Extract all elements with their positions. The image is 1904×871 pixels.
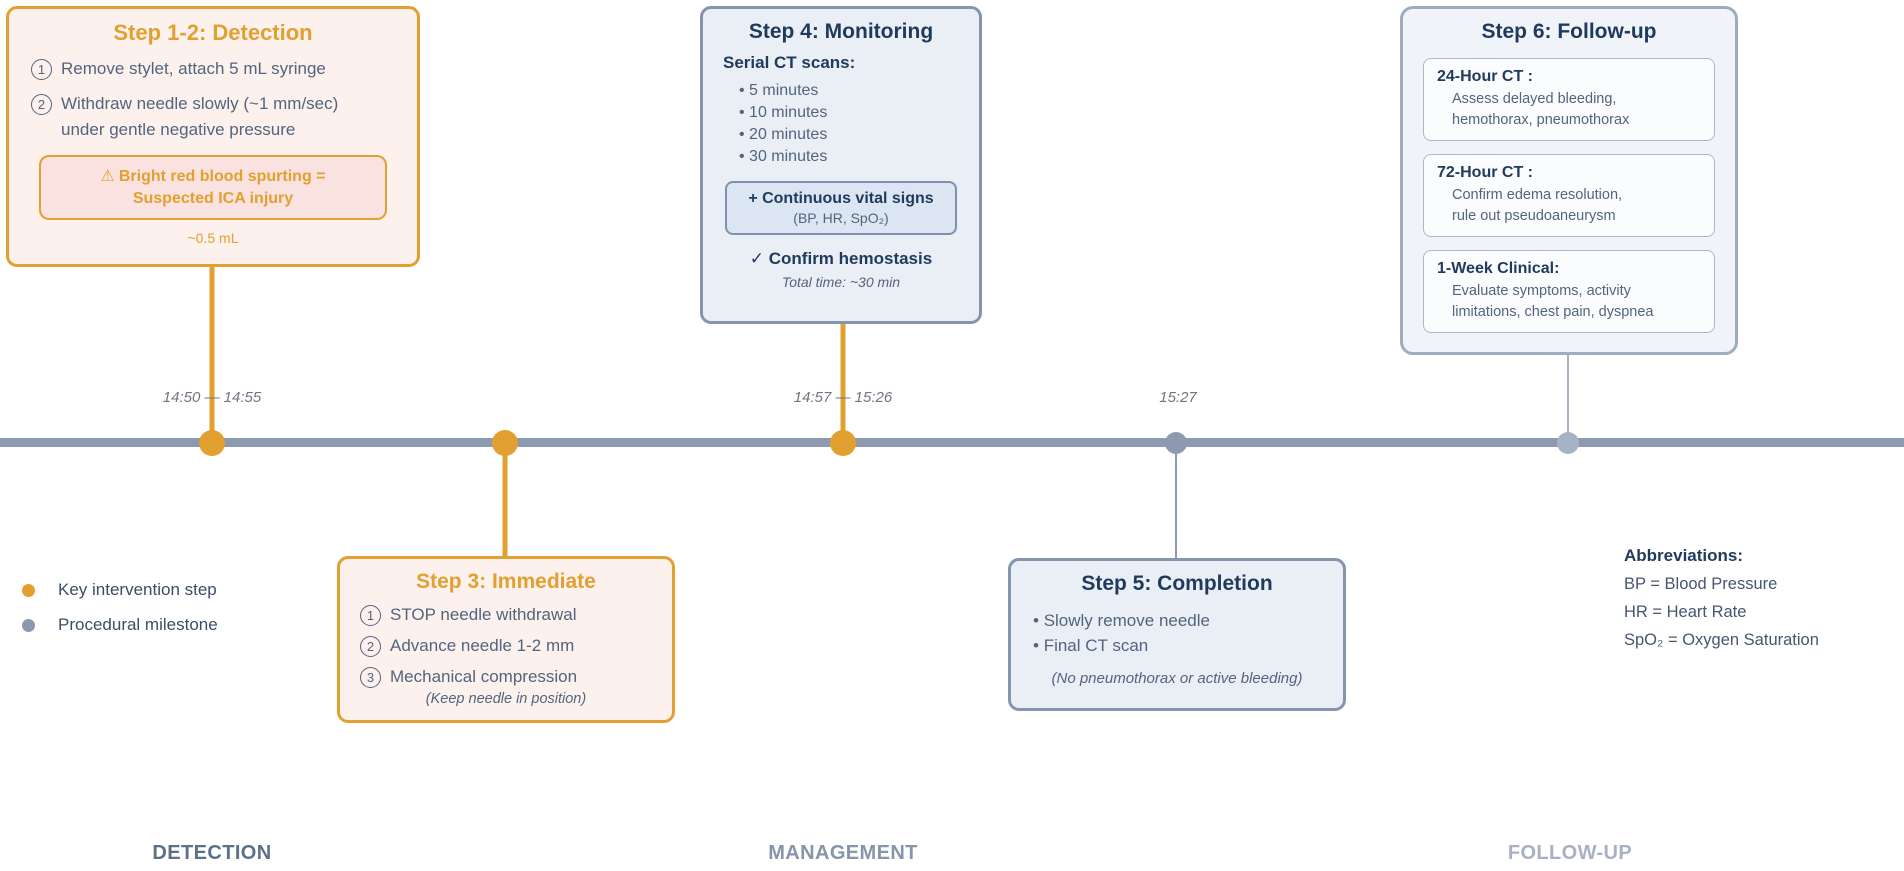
- circled-number-icon: 1: [360, 605, 381, 626]
- timestamp-detection: 14:50 — 14:55: [162, 389, 262, 406]
- timestamp-monitoring: 14:57 — 15:26: [793, 389, 893, 406]
- circled-number-icon: 1: [31, 59, 52, 80]
- list-item: 5 minutes: [739, 80, 959, 102]
- connector-step3: [502, 443, 508, 557]
- circled-number-icon: 2: [360, 636, 381, 657]
- circled-number-icon: 2: [31, 94, 52, 115]
- followup-card-72h: 72-Hour CT : Confirm edema resolution, r…: [1423, 154, 1715, 238]
- phase-label-followup: FOLLOW-UP: [1507, 842, 1633, 864]
- step3-note: (Keep needle in position): [425, 691, 587, 707]
- timeline-dot-monitoring: [830, 430, 856, 456]
- timeline-dot-followup: [1557, 432, 1579, 454]
- orange-dot-icon: [22, 583, 35, 597]
- step4-subtitle: Serial CT scans:: [723, 53, 856, 72]
- step6-title: Step 6: Follow-up: [1481, 20, 1657, 43]
- gray-dot-icon: [22, 618, 35, 632]
- step5-box: Step 5: Completion Slowly remove needle …: [1008, 558, 1346, 711]
- legend-label: Procedural milestone: [58, 615, 218, 634]
- step4-scan-list: 5 minutes 10 minutes 20 minutes 30 minut…: [739, 80, 959, 168]
- step12-item-1-text: Remove stylet, attach 5 mL syringe: [61, 59, 326, 78]
- timestamp-completion: 15:27: [1159, 389, 1197, 406]
- connector-step5: [1175, 443, 1177, 559]
- step12-title: Step 1-2: Detection: [113, 20, 313, 45]
- timeline-dot-detection: [199, 430, 225, 456]
- warning-line1: Bright red blood spurting =: [118, 168, 326, 185]
- step12-item-2-continuation: under gentle negative pressure: [61, 120, 296, 139]
- step3-box: Step 3: Immediate 1 STOP needle withdraw…: [337, 556, 675, 723]
- timeline-dot-completion: [1165, 432, 1187, 454]
- list-item: Final CT scan: [1033, 633, 1321, 658]
- card-body: Confirm edema resolution, rule out pseud…: [1437, 185, 1701, 227]
- step12-item-1: 1 Remove stylet, attach 5 mL syringe: [31, 59, 395, 80]
- card-body-line2: hemothorax, pneumothorax: [1452, 112, 1630, 129]
- card-heading: 1-Week Clinical:: [1437, 260, 1560, 278]
- phase-label-management: MANAGEMENT: [768, 842, 918, 864]
- step12-item-2: 2 Withdraw needle slowly (~1 mm/sec): [31, 94, 395, 115]
- card-body-line1: Assess delayed bleeding,: [1452, 91, 1617, 107]
- connector-step4: [840, 324, 846, 444]
- step3-item-2-text: Advance needle 1-2 mm: [390, 636, 575, 655]
- abbreviations-block: Abbreviations: BP = Blood Pressure HR = …: [1624, 546, 1819, 650]
- total-time-note: Total time: ~30 min: [781, 274, 901, 290]
- step3-title: Step 3: Immediate: [416, 570, 596, 593]
- card-body-line1: Evaluate symptoms, activity: [1452, 283, 1631, 300]
- card-heading: 72-Hour CT :: [1437, 164, 1533, 182]
- legend-item-milestone: Procedural milestone: [22, 615, 218, 635]
- warning-line2: Suspected ICA injury: [132, 189, 294, 207]
- vitals-line1: + Continuous vital signs: [748, 190, 934, 207]
- confirm-text: Confirm hemostasis: [768, 249, 933, 268]
- legend-label: Key intervention step: [58, 580, 217, 599]
- step5-note: (No pneumothorax or active bleeding): [1051, 670, 1303, 687]
- circled-number-icon: 3: [360, 667, 381, 688]
- step3-item-1-text: STOP needle withdrawal: [390, 605, 577, 624]
- legend-item-intervention: Key intervention step: [22, 580, 217, 600]
- list-item: Slowly remove needle: [1033, 608, 1321, 633]
- card-body-line2: limitations, chest pain, dyspnea: [1452, 304, 1654, 321]
- connector-step12: [209, 267, 215, 444]
- step4-title: Step 4: Monitoring: [748, 20, 934, 43]
- step3-item-3: 3 Mechanical compression: [360, 667, 652, 688]
- step12-box: Step 1-2: Detection 1 Remove stylet, att…: [6, 6, 420, 267]
- step12-volume-note: ~0.5 mL: [187, 230, 239, 247]
- card-body-line2: rule out pseudoaneurysm: [1452, 208, 1616, 225]
- confirm-hemostasis-line: ✓ Confirm hemostasis: [723, 249, 959, 269]
- card-body-line1: Confirm edema resolution,: [1452, 187, 1623, 204]
- step3-item-3-text: Mechanical compression: [390, 667, 578, 686]
- list-item: 30 minutes: [739, 146, 959, 168]
- warning-box: ⚠Bright red blood spurting = Suspected I…: [39, 155, 387, 221]
- step3-item-1: 1 STOP needle withdrawal: [360, 605, 652, 626]
- step3-item-2: 2 Advance needle 1-2 mm: [360, 636, 652, 657]
- abbreviations-title: Abbreviations:: [1624, 546, 1744, 565]
- step5-list: Slowly remove needle Final CT scan: [1033, 608, 1321, 658]
- step6-box: Step 6: Follow-up 24-Hour CT : Assess de…: [1400, 6, 1738, 355]
- connector-step6: [1567, 355, 1569, 444]
- list-item: 10 minutes: [739, 102, 959, 124]
- step4-box: Step 4: Monitoring Serial CT scans: 5 mi…: [700, 6, 982, 324]
- list-item: 20 minutes: [739, 124, 959, 146]
- timeline-bar: [0, 438, 1904, 447]
- vitals-box: + Continuous vital signs (BP, HR, SpO₂): [725, 181, 957, 235]
- vitals-line2: (BP, HR, SpO₂): [793, 210, 889, 226]
- step5-title: Step 5: Completion: [1081, 572, 1273, 595]
- abbreviation-spo2: SpO₂ = Oxygen Saturation: [1624, 631, 1819, 649]
- card-heading: 24-Hour CT :: [1437, 68, 1533, 85]
- warning-icon: ⚠: [100, 168, 115, 185]
- followup-card-24h: 24-Hour CT : Assess delayed bleeding, he…: [1423, 58, 1715, 142]
- followup-card-1week: 1-Week Clinical: Evaluate symptoms, acti…: [1423, 250, 1715, 334]
- abbreviation-hr: HR = Heart Rate: [1624, 603, 1747, 621]
- check-icon: ✓: [749, 249, 765, 268]
- timeline-dot-immediate: [492, 430, 518, 456]
- abbreviation-bp: BP = Blood Pressure: [1624, 575, 1778, 593]
- card-body: Evaluate symptoms, activity limitations,…: [1437, 281, 1701, 323]
- step12-item-2-text: Withdraw needle slowly (~1 mm/sec): [61, 94, 339, 113]
- phase-label-detection: DETECTION: [152, 842, 272, 864]
- card-body: Assess delayed bleeding, hemothorax, pne…: [1437, 89, 1701, 131]
